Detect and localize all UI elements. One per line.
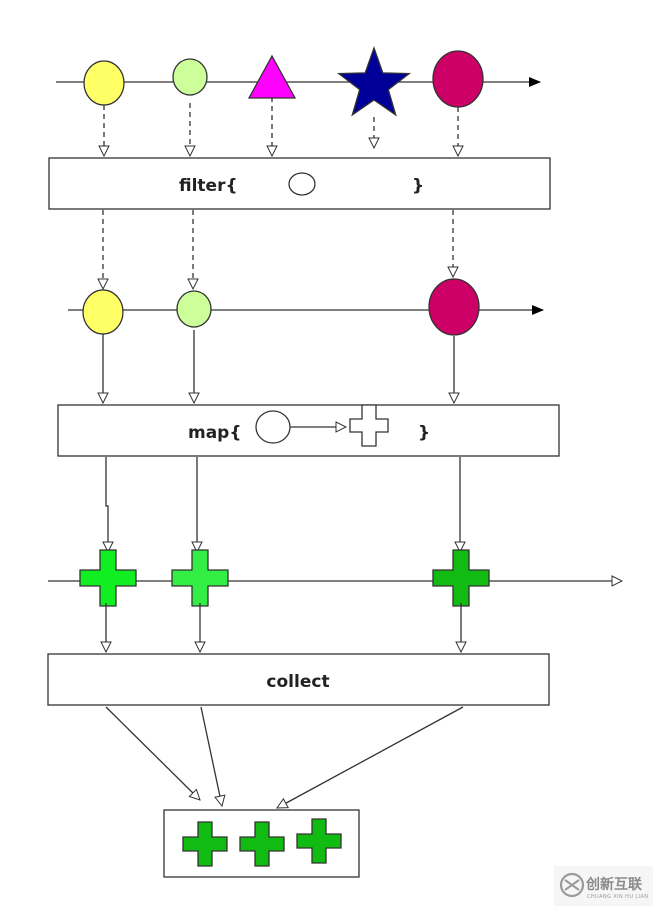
map-output-cross: [349, 404, 389, 447]
result-item-3-cross: [296, 818, 342, 864]
source-item-1-circle: [83, 60, 125, 106]
filter-stage: filter{ }: [48, 157, 551, 210]
source-stream: [56, 46, 541, 117]
converging-arrow: [105, 706, 200, 800]
source-to-filter-arrows: [104, 97, 458, 156]
watermark-logo-icon: [559, 872, 585, 898]
mapped-item-3-cross: [432, 549, 490, 607]
result-collection: [163, 809, 360, 878]
source-item-5-circle: [432, 50, 484, 108]
source-item-2-circle: [172, 58, 208, 96]
source-item-3-triangle: [247, 54, 297, 99]
watermark-text: 创新互联: [585, 876, 643, 893]
map-close-label: }: [418, 423, 430, 443]
mapped-to-collect-arrows: [106, 603, 461, 652]
filtered-item-1-circle: [82, 289, 124, 335]
collect-to-result-arrows: [105, 706, 464, 809]
filter-close-label: }: [412, 176, 424, 196]
source-stream-items: [83, 46, 484, 117]
converging-arrow: [200, 706, 222, 806]
source-item-4-star: [336, 46, 412, 117]
result-item-1-cross: [182, 821, 228, 867]
map-stage: map{ }: [57, 404, 560, 457]
filtered-item-3-circle: [428, 278, 480, 336]
watermark-logo: 创新互联 CHUANG XIN HU LIAN: [554, 866, 653, 906]
result-item-2-cross: [239, 821, 285, 867]
filtered-stream-items: [82, 278, 480, 336]
collect-stage: collect: [47, 653, 550, 706]
mapped-item-1-cross: [79, 549, 137, 607]
map-open-label: map{: [188, 423, 241, 443]
mapped-item-2-cross: [171, 549, 229, 607]
filtered-stream: [68, 278, 544, 336]
result-items: [182, 818, 342, 867]
mapped-stream: [48, 549, 622, 607]
map-input-circle: [255, 410, 291, 444]
mapped-stream-items: [79, 549, 490, 607]
map-to-stream-arrows: [106, 457, 460, 552]
filtered-to-map-arrows: [103, 330, 454, 403]
filter-to-stream-arrows: [103, 210, 453, 289]
filtered-item-2-circle: [176, 290, 212, 328]
watermark-subtext: CHUANG XIN HU LIAN: [587, 894, 648, 900]
converging-arrow: [277, 706, 464, 809]
collect-box: [47, 653, 550, 706]
filter-predicate-circle: [288, 172, 316, 196]
solid-arrow: [106, 457, 108, 552]
filter-open-label: filter{: [179, 176, 238, 196]
map-box: [57, 404, 560, 457]
collect-label: collect: [266, 672, 329, 692]
